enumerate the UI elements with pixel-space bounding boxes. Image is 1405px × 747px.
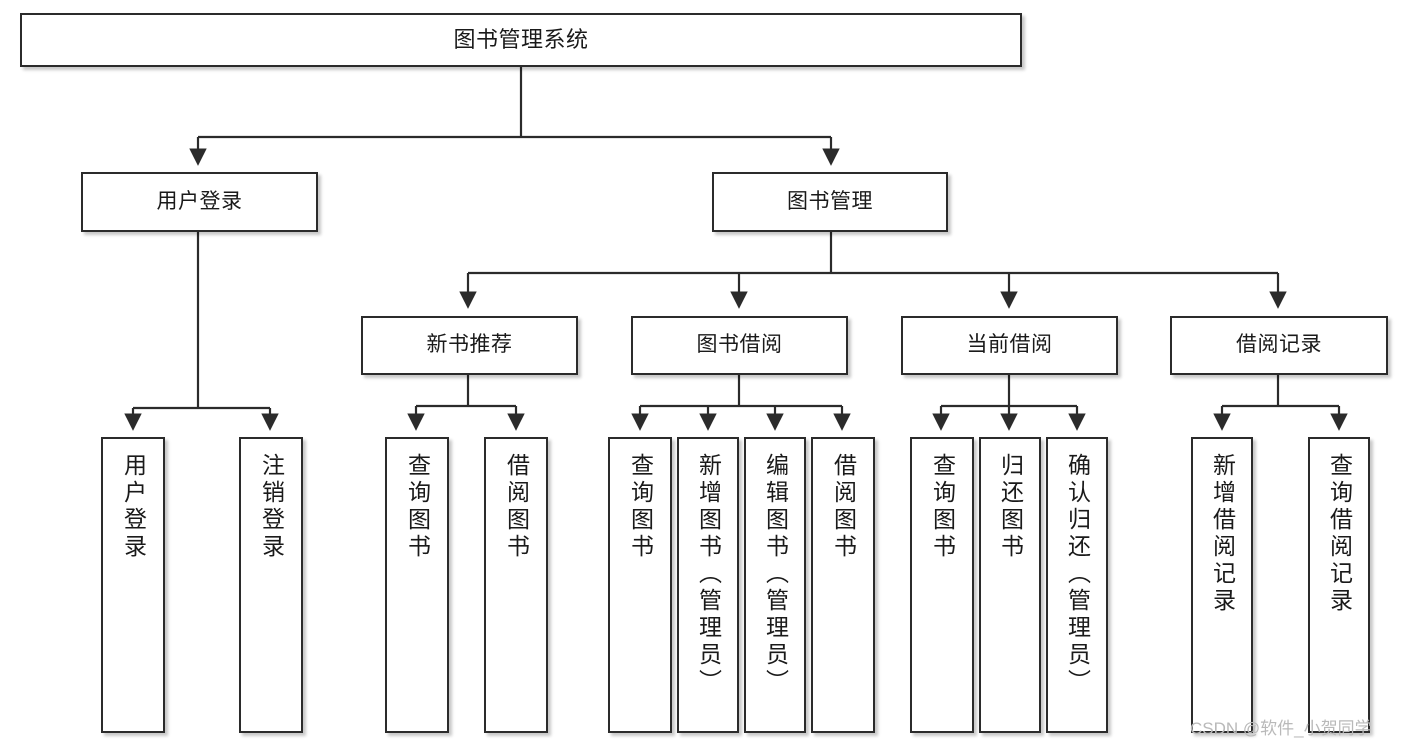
leaf-user-login[interactable]: 用户登录 [101,437,165,733]
node-label: 查询图书 [404,453,431,561]
leaf-return-books[interactable]: 归还图书 [979,437,1041,733]
leaf-edit-book-admin[interactable]: 编辑图书（管理员） [744,437,806,733]
node-label: 图书管理系统 [453,27,589,53]
node-label: 查询借阅记录 [1326,453,1353,615]
node-label: 借阅图书 [503,453,530,561]
node-label: 查询图书 [929,453,956,561]
node-book-borrowing[interactable]: 图书借阅 [631,316,848,375]
node-label: 当前借阅 [966,333,1053,357]
node-root-book-management-system[interactable]: 图书管理系统 [20,13,1022,67]
node-label: 新书推荐 [426,333,513,357]
node-user-login[interactable]: 用户登录 [81,172,318,232]
node-label: 新增图书（管理员） [695,453,722,696]
node-borrow-records[interactable]: 借阅记录 [1170,316,1388,375]
leaf-query-books-borrow[interactable]: 查询图书 [608,437,672,733]
leaf-query-books-newbook[interactable]: 查询图书 [385,437,449,733]
leaf-query-borrow-record[interactable]: 查询借阅记录 [1308,437,1370,733]
node-label: 归还图书 [997,453,1024,561]
leaf-borrow-books-newbook[interactable]: 借阅图书 [484,437,548,733]
node-label: 确认归还（管理员） [1064,453,1091,696]
node-label: 编辑图书（管理员） [762,453,789,696]
node-book-management[interactable]: 图书管理 [712,172,948,232]
node-label: 图书借阅 [696,333,783,357]
node-label: 新增借阅记录 [1209,453,1236,615]
watermark: CSDN @软件_小贺同学 [1190,719,1372,738]
leaf-query-books-current[interactable]: 查询图书 [910,437,974,733]
node-label: 图书管理 [787,189,873,213]
leaf-borrow-books-borrow[interactable]: 借阅图书 [811,437,875,733]
node-label: 注销登录 [258,453,285,561]
node-current-borrowing[interactable]: 当前借阅 [901,316,1118,375]
leaf-add-book-admin[interactable]: 新增图书（管理员） [677,437,739,733]
node-label: 用户登录 [120,453,147,561]
leaf-confirm-return-admin[interactable]: 确认归还（管理员） [1046,437,1108,733]
leaf-logout[interactable]: 注销登录 [239,437,303,733]
node-label: 借阅记录 [1236,333,1322,357]
node-new-book-recommendation[interactable]: 新书推荐 [361,316,578,375]
node-label: 用户登录 [156,189,243,213]
leaf-add-borrow-record[interactable]: 新增借阅记录 [1191,437,1253,733]
node-label: 借阅图书 [830,453,857,561]
node-label: 查询图书 [627,453,654,561]
